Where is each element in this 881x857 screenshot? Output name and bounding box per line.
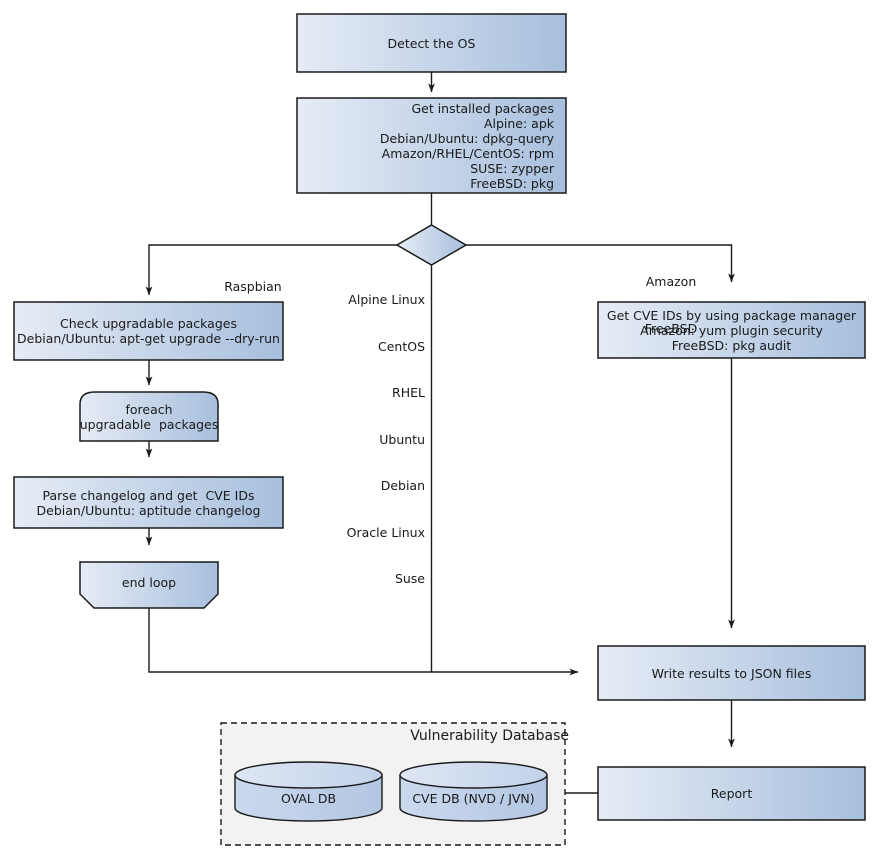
- node-detect-os[interactable]: [297, 14, 566, 72]
- node-end-loop[interactable]: [80, 562, 218, 608]
- node-oval-db[interactable]: [235, 762, 382, 821]
- amazon-text: Amazon: [645, 274, 697, 289]
- edge-endloop-to-write: [148, 608, 579, 676]
- vulnerability-database-group-title: Vulnerability Database: [240, 728, 569, 745]
- os-list-item-2: RHEL: [392, 385, 425, 400]
- node-os-decision[interactable]: [397, 225, 466, 265]
- node-write-results[interactable]: [598, 646, 865, 700]
- node-report[interactable]: [598, 767, 865, 820]
- node-get-installed-packages[interactable]: [297, 98, 566, 193]
- node-parse-changelog[interactable]: [14, 477, 283, 528]
- node-cve-db[interactable]: [400, 762, 547, 821]
- raspbian-text: Raspbian: [224, 278, 282, 294]
- node-foreach-loop[interactable]: [80, 392, 218, 441]
- group-title-text: Vulnerability Database: [410, 728, 569, 744]
- edge-decision-right: [464, 244, 735, 283]
- os-list-item-3: Ubuntu: [379, 431, 425, 447]
- node-check-upgradable[interactable]: [14, 302, 283, 360]
- os-list-item-6: Suse: [394, 571, 425, 586]
- edge-decision-left: [145, 244, 399, 296]
- node-get-cve-ids[interactable]: [598, 302, 865, 358]
